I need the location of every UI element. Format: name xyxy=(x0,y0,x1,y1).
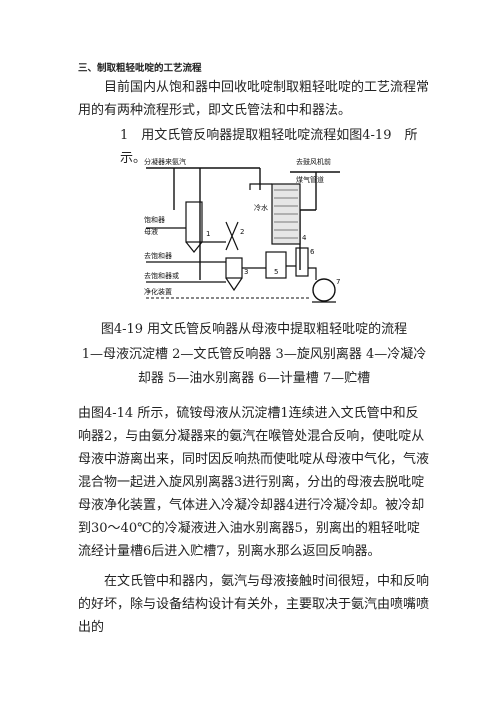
fig-label-gas-pipe: 煤气管道 xyxy=(296,175,324,184)
intro-paragraph: 目前国内从饱和器中回收吡啶制取粗轻吡啶的工艺流程常用的有两种流程形式，即文氏管法… xyxy=(78,80,430,118)
fig-num-1: 1 xyxy=(206,230,210,238)
tail-paragraph: 在文氏管中和器内，氨汽与母液接触时间很短，中和反响的好坏，除与设备结构设计有关外… xyxy=(78,574,430,635)
fig-label-to-saturator-or: 去饱和器或 xyxy=(144,271,179,280)
fig-label-saturator: 饱和器 xyxy=(144,215,165,224)
fig-num-7: 7 xyxy=(336,278,340,286)
fig-num-2: 2 xyxy=(240,228,244,236)
figure-legend: 1—母液沉淀槽 2—文氏管反响器 3—旋风别离器 4—冷凝冷却器 5—油水别离器… xyxy=(81,347,427,386)
fig-num-5: 5 xyxy=(274,268,278,276)
fig-num-3: 3 xyxy=(244,268,248,276)
fig-num-6: 6 xyxy=(310,248,315,256)
fig-label-purifier: 净化装置 xyxy=(144,287,172,296)
process-paragraph: 由图4-14 所示，硫铵母液从沉淀槽1连续进入文氏管中和反响器2，与由氨分凝器来… xyxy=(78,406,430,559)
figure-caption: 图4-19 用文氏管反响器从母液中提取粗轻吡啶的流程 xyxy=(100,322,408,337)
process-flow-diagram: 分凝器来氨汽 去鼓风机前 煤气管道 饱和器 母液 冷水 去饱和器 去饱和器或 净… xyxy=(140,150,350,312)
fig-label-to-blower: 去鼓风机前 xyxy=(296,157,331,166)
fig-num-4: 4 xyxy=(302,234,307,242)
item-1-paragraph: 1 用文氏管反响器提取粗轻吡啶流程如图4-19 所示。 xyxy=(120,128,418,166)
process-flow-figure: 分凝器来氨汽 去鼓风机前 煤气管道 饱和器 母液 冷水 去饱和器 去饱和器或 净… xyxy=(140,150,350,312)
fig-label-ammonia-in: 分凝器来氨汽 xyxy=(144,157,186,166)
section-title: 三、制取粗轻吡啶的工艺流程 xyxy=(78,63,202,74)
fig-label-mother-liquor: 母液 xyxy=(144,227,158,236)
fig-label-to-saturator: 去饱和器 xyxy=(144,251,172,260)
fig-label-cold-water: 冷水 xyxy=(254,203,268,212)
